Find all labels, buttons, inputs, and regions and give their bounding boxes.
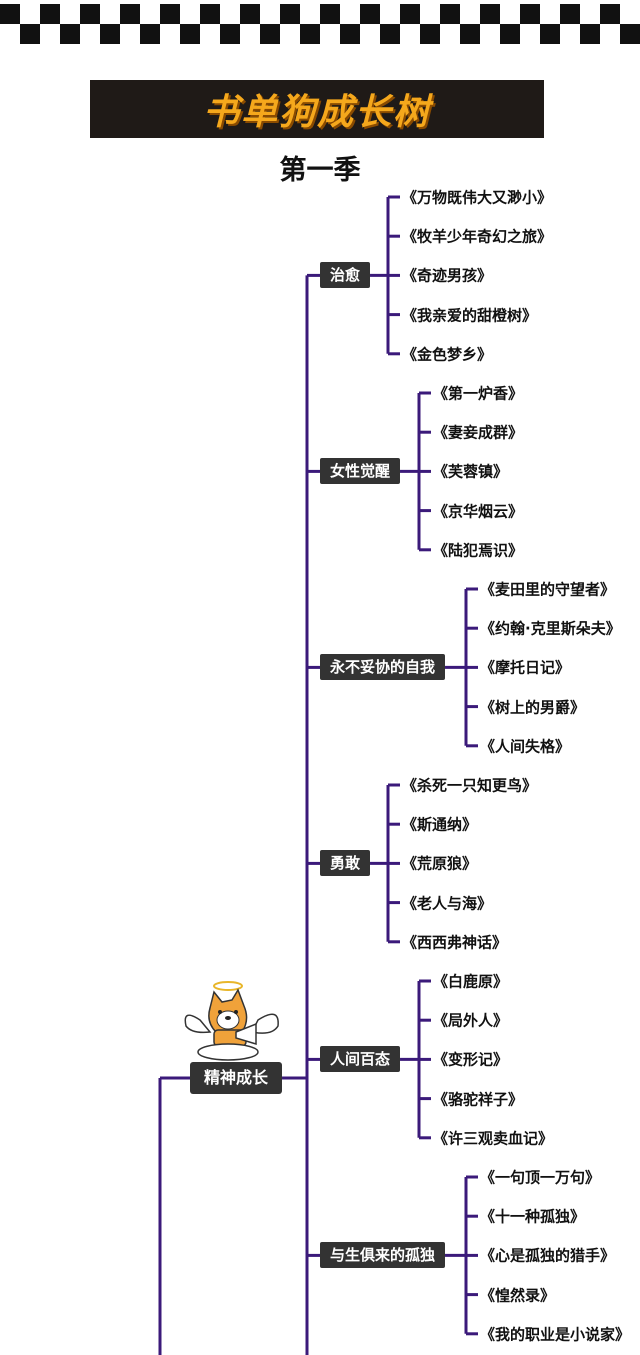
book-title: 《十一种孤独》 — [480, 1207, 586, 1226]
book-title: 《金色梦乡》 — [402, 345, 493, 364]
category-node: 人间百态 — [320, 1046, 401, 1073]
book-title: 《局外人》 — [433, 1011, 509, 1030]
book-title: 《斯通纳》 — [402, 815, 478, 834]
page-subtitle: 第一季 — [279, 155, 361, 186]
book-title: 《变形记》 — [433, 1050, 509, 1069]
winged-dog-angel-icon — [184, 981, 279, 1061]
book-title: 《牧羊少年奇幻之旅》 — [402, 227, 553, 246]
category-node: 与生俱来的孤独 — [320, 1242, 446, 1269]
book-title: 《约翰·克里斯朵夫》 — [480, 619, 621, 638]
book-title: 《骆驼祥子》 — [433, 1090, 524, 1109]
book-title: 《万物既伟大又渺小》 — [402, 188, 553, 207]
category-node: 治愈 — [320, 262, 371, 289]
book-title: 《荒原狼》 — [402, 854, 478, 873]
book-title: 《麦田里的守望者》 — [480, 580, 616, 599]
book-title: 《奇迹男孩》 — [402, 266, 493, 285]
book-title: 《陆犯焉识》 — [433, 541, 524, 560]
page-title: 书单狗成长树 — [202, 92, 431, 133]
book-title: 《西西弗神话》 — [402, 933, 508, 952]
title-banner: 书单狗成长树 — [90, 80, 544, 138]
checker-border — [0, 4, 640, 44]
root-node: 精神成长 — [190, 1062, 283, 1094]
book-title: 《树上的男爵》 — [480, 698, 586, 717]
category-node: 永不妥协的自我 — [320, 654, 446, 681]
book-title: 《杀死一只知更鸟》 — [402, 776, 538, 795]
book-title: 《一句顶一万句》 — [480, 1168, 601, 1187]
book-title: 《老人与海》 — [402, 894, 493, 913]
category-node: 勇敢 — [320, 850, 371, 877]
book-title: 《摩托日记》 — [480, 658, 571, 677]
book-title: 《惶然录》 — [480, 1286, 556, 1305]
category-node: 女性觉醒 — [320, 458, 401, 485]
book-title: 《心是孤独的猎手》 — [480, 1246, 616, 1265]
book-title: 《第一炉香》 — [433, 384, 524, 403]
book-title: 《我亲爱的甜橙树》 — [402, 306, 538, 325]
book-title: 《白鹿原》 — [433, 972, 509, 991]
book-title: 《许三观卖血记》 — [433, 1129, 554, 1148]
book-title: 《我的职业是小说家》 — [480, 1325, 631, 1344]
book-title: 《京华烟云》 — [433, 502, 524, 521]
book-title: 《妻妾成群》 — [433, 423, 524, 442]
book-title: 《芙蓉镇》 — [433, 462, 509, 481]
book-title: 《人间失格》 — [480, 737, 571, 756]
